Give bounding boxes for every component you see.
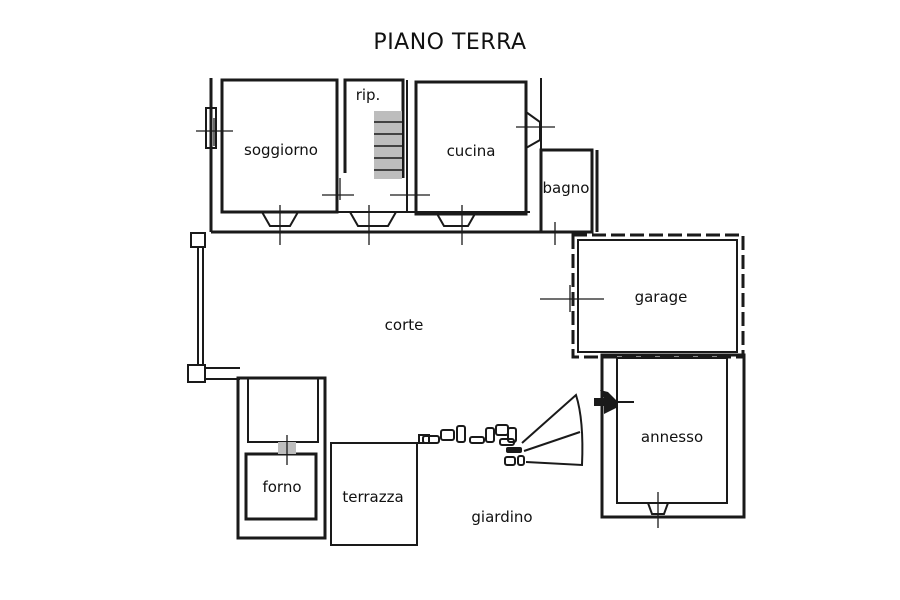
- forno-building: [236, 376, 327, 540]
- label-bagno: bagno: [542, 179, 590, 197]
- room-annesso: [616, 357, 728, 504]
- room-ripostiglio: [343, 78, 405, 178]
- garage-building: [540, 233, 745, 359]
- room-garage: [571, 233, 745, 359]
- label-terrazza: terrazza: [342, 488, 404, 506]
- label-soggiorno: soggiorno: [244, 141, 318, 159]
- label-garage: garage: [634, 288, 688, 306]
- staircase: [374, 111, 402, 179]
- label-annesso: annesso: [640, 428, 704, 446]
- label-ripostiglio: rip.: [355, 86, 381, 104]
- main-building: [196, 78, 599, 245]
- corte-boundary: [187, 232, 240, 383]
- plan-title: PIANO TERRA: [373, 30, 527, 55]
- label-corte: corte: [384, 316, 424, 334]
- label-giardino: giardino: [471, 508, 533, 526]
- room-terrazza: [330, 442, 418, 546]
- garden-path: [422, 393, 584, 467]
- annesso-building: [594, 353, 746, 528]
- label-forno: forno: [262, 478, 302, 496]
- label-cucina: cucina: [446, 142, 496, 160]
